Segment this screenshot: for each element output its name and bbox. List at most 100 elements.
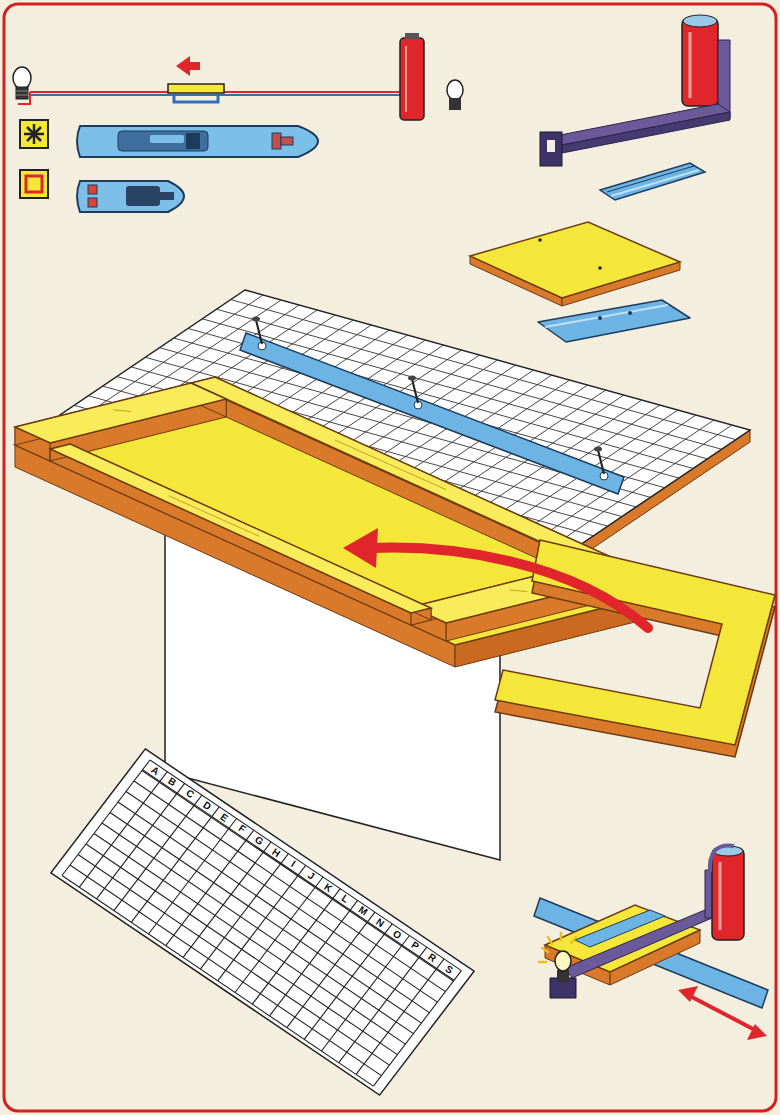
grid-letter: P [409, 940, 420, 952]
legend-icons [20, 120, 48, 148]
assembled-slider [571, 937, 576, 943]
yellow-frame-board [15, 383, 226, 443]
assembled-slider [678, 986, 698, 1002]
grid-letter: E [219, 811, 230, 823]
boat-pieces [126, 186, 160, 206]
exploded-parts [557, 112, 730, 154]
boat-pieces [77, 181, 184, 212]
exploded-parts [538, 300, 690, 342]
assembled-slider [534, 846, 768, 1040]
contact-strip [594, 447, 602, 452]
circuit-schematic [16, 91, 28, 92]
assembled-slider [545, 905, 700, 972]
assembled-slider [710, 846, 734, 872]
circuit-schematic [13, 67, 31, 89]
circuit-schematic [176, 56, 200, 76]
contact-strip [598, 450, 604, 474]
circuit-schematic [174, 96, 218, 102]
exploded-parts [538, 238, 542, 242]
boat-pieces [160, 192, 174, 200]
boat-pieces [118, 131, 208, 151]
grid-paper [143, 770, 454, 981]
assembled-slider [555, 951, 571, 971]
legend-icons [27, 127, 41, 141]
grid-letter: K [322, 882, 334, 894]
yellow-frame-board [50, 444, 431, 613]
assembled-slider [719, 862, 722, 930]
yellow-frame-board [510, 590, 528, 592]
grid-letter: C [184, 788, 196, 800]
yellow-frame-board [15, 377, 655, 667]
grid-paper [86, 844, 397, 1055]
exploded-parts [689, 32, 692, 98]
legend-icons [24, 124, 44, 144]
red-arrow [372, 548, 648, 628]
legend-icons [20, 120, 48, 198]
legend-icons [26, 176, 42, 192]
boat-pieces [88, 185, 97, 194]
grid-board [511, 415, 696, 540]
grid-board [547, 425, 732, 550]
contact-strip [412, 379, 418, 403]
exploded-parts [600, 163, 705, 200]
grid-letter: F [236, 823, 247, 835]
exploded-parts [545, 305, 668, 327]
assembled-slider [712, 848, 744, 940]
grid-paper [51, 749, 474, 1095]
grid-paper [142, 771, 453, 982]
legend-icons [27, 127, 41, 141]
legend-icons [20, 170, 48, 198]
circuit-schematic [13, 33, 463, 120]
exploded-parts [540, 132, 562, 166]
page-border [4, 4, 776, 1111]
grid-paper [78, 855, 389, 1066]
assembled-slider [560, 933, 563, 940]
assembled-slider [557, 970, 569, 982]
exploded-parts [470, 15, 730, 342]
contact-strip [256, 320, 262, 344]
grid-letter: H [270, 846, 282, 858]
circuit-schematic [449, 98, 461, 110]
circuit-schematic [405, 46, 407, 112]
yellow-frame-board [114, 410, 132, 412]
circuit-schematic [168, 84, 224, 93]
grid-paper [51, 749, 474, 1095]
circuit-schematic [405, 33, 419, 39]
circuit-schematic [16, 87, 28, 99]
red-arrow [343, 528, 648, 628]
circuit-schematic [16, 95, 28, 96]
assembled-slider [690, 996, 755, 1030]
assembled-slider [747, 1024, 767, 1040]
exploded-parts [598, 316, 602, 320]
boat-pieces [77, 126, 318, 157]
grid-letter: A [149, 765, 161, 777]
grid-letter: M [356, 905, 369, 918]
grid-paper [134, 781, 445, 992]
exploded-parts [682, 18, 718, 106]
exploded-parts [611, 170, 699, 196]
grid-paper [62, 876, 373, 1087]
grid-letter: N [374, 917, 386, 929]
circuit-schematic [30, 94, 400, 96]
exploded-parts [470, 222, 680, 298]
boat-pieces [150, 135, 184, 143]
yellow-frame-board [168, 496, 259, 537]
grid-letter: O [391, 928, 403, 941]
contact-strip [252, 317, 260, 322]
grid-letter: S [444, 964, 455, 976]
grid-paper [94, 834, 405, 1045]
grid-paper [126, 792, 437, 1003]
grid-letter: I [289, 859, 297, 869]
grid-paper [70, 865, 381, 1076]
circuit-schematic [447, 80, 463, 100]
red-arrow [343, 528, 378, 568]
contact-strip [408, 376, 416, 381]
page-border [4, 4, 776, 1111]
grid-letter: J [306, 870, 316, 881]
circuit-schematic [400, 38, 424, 120]
grid-letter: D [201, 800, 213, 812]
boat-pieces [281, 137, 293, 145]
grid-paper [150, 760, 461, 971]
exploded-parts [598, 266, 602, 270]
grid-letter: B [166, 776, 178, 788]
